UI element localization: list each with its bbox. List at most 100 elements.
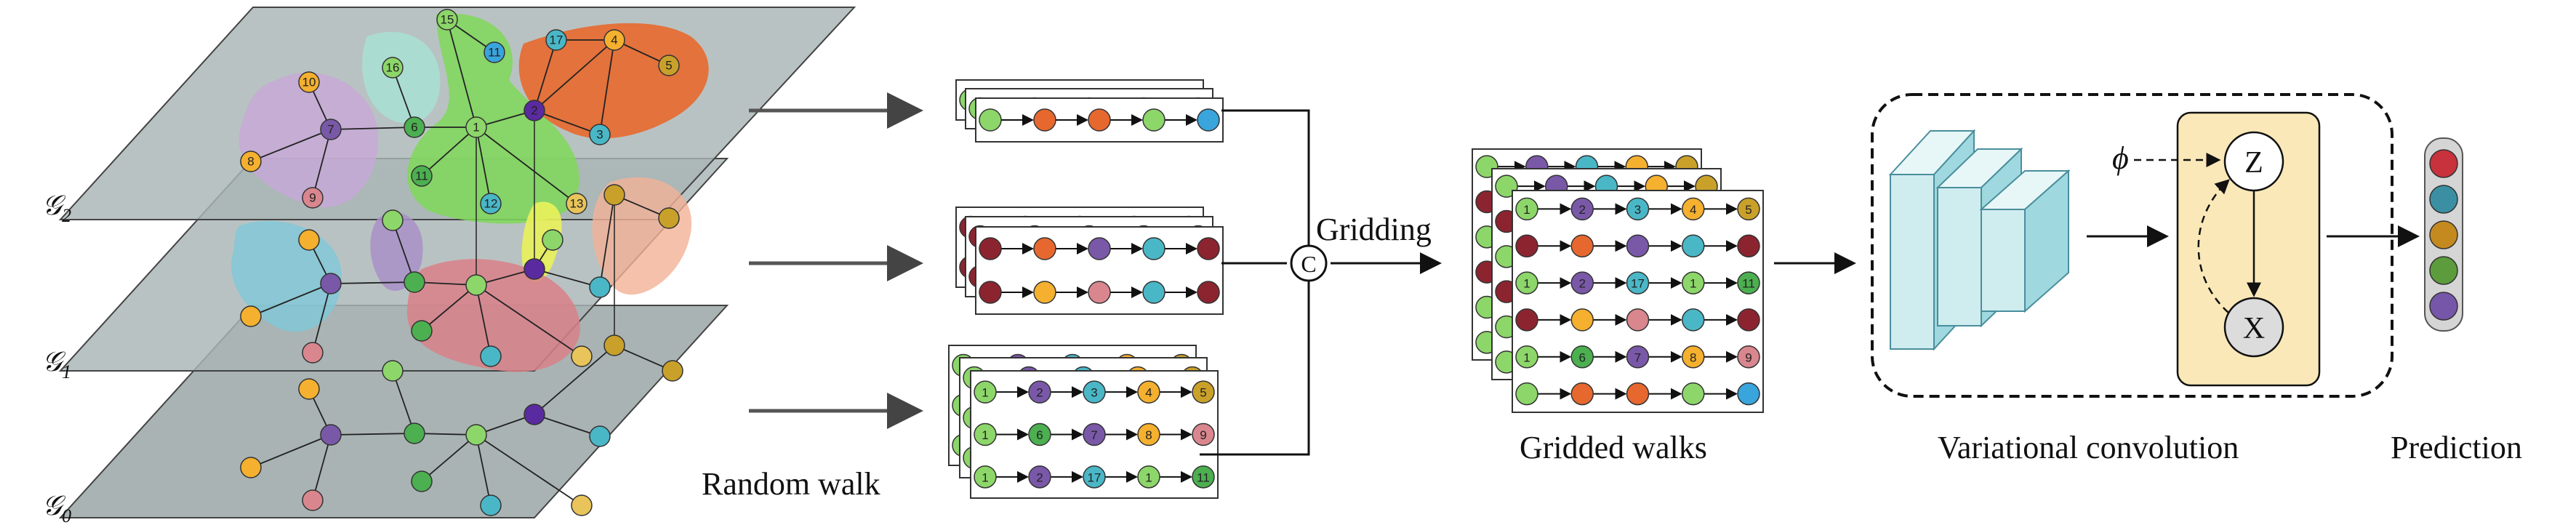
walk-node <box>1626 308 1650 332</box>
walk-node <box>1626 271 1650 294</box>
walk-node <box>1515 271 1538 294</box>
walk-node <box>1737 345 1760 369</box>
cluster-purple-g1 <box>370 212 423 291</box>
walk-node <box>1515 234 1538 257</box>
walk-node-label: 11 <box>1197 470 1210 484</box>
walk-node <box>1083 422 1106 446</box>
walk-node-label: 3 <box>1091 386 1097 400</box>
observed-x-label: X <box>2243 312 2265 345</box>
walk-node <box>1197 281 1220 304</box>
walk-node-label: 4 <box>1690 203 1696 217</box>
walk-node-label: 2 <box>1579 203 1586 217</box>
variational-convolution-label: Variational convolution <box>1938 430 2239 465</box>
walk-node-label: 7 <box>1634 350 1641 364</box>
walk-node <box>1682 382 1705 406</box>
walk-node <box>1515 345 1538 369</box>
walk-node-label: 1 <box>1523 277 1530 291</box>
walk-node-label: 8 <box>1145 428 1152 442</box>
cluster-teal-g2 <box>362 31 441 124</box>
walk-node <box>1682 308 1705 332</box>
walk-node <box>1137 380 1160 404</box>
walk-node-label: 17 <box>1631 277 1645 291</box>
walk-node <box>1570 197 1594 221</box>
walk-node <box>1142 108 1165 132</box>
walk-node-label: 17 <box>1088 470 1102 484</box>
walk-node <box>974 465 997 489</box>
svg-text:6: 6 <box>411 121 417 135</box>
walk-node <box>1142 237 1165 260</box>
svg-text:3: 3 <box>596 128 603 142</box>
gridding-label: Gridding <box>1316 212 1432 247</box>
cluster-pink-g1 <box>407 259 580 372</box>
nodes-g1 <box>240 184 680 367</box>
walk-node-label: 9 <box>1200 428 1206 442</box>
walk-node <box>1682 197 1705 221</box>
prediction-dot <box>2429 256 2458 285</box>
edges-inter <box>476 111 615 345</box>
walk-node <box>1192 465 1215 489</box>
cluster-orange-g2 <box>518 23 709 139</box>
layer-to-walk-arrows <box>749 92 923 429</box>
prediction-dot <box>2429 292 2458 321</box>
walk-node <box>1626 382 1650 406</box>
svg-text:11: 11 <box>415 169 428 183</box>
walk-node <box>1033 237 1056 260</box>
walk-node <box>1626 197 1650 221</box>
nodes-g2 <box>240 9 680 215</box>
walk-node <box>1088 108 1111 132</box>
walk-node <box>1570 345 1594 369</box>
variational-box <box>1871 93 2394 398</box>
prediction-dot <box>2429 149 2458 178</box>
walk-node <box>1570 234 1594 257</box>
walk-node <box>1137 465 1160 489</box>
prediction-label: Prediction <box>2391 430 2522 465</box>
walk-node-label: 5 <box>1200 386 1206 400</box>
walk-node-label: 1 <box>1523 203 1530 217</box>
graph-layer-labels: 𝒢2 𝒢1 𝒢0 <box>42 191 71 525</box>
walk-node <box>1028 422 1051 446</box>
walk-node-label: 1 <box>982 386 988 400</box>
walk-node <box>1737 308 1760 332</box>
conv-blocks <box>1888 129 2071 351</box>
prediction-dot <box>2429 220 2458 249</box>
walk-stacks: 1234516789121711112345167891217111 <box>948 79 1224 499</box>
svg-text:13: 13 <box>570 197 584 211</box>
walk-node-label: 2 <box>1036 386 1043 400</box>
svg-text:1: 1 <box>473 121 479 135</box>
svg-text:11: 11 <box>488 46 501 60</box>
cluster-purple-g2 <box>238 72 378 208</box>
walk-node-label: 2 <box>1579 277 1586 291</box>
prediction-dot <box>2429 185 2458 214</box>
walk-node <box>1192 422 1215 446</box>
walk-node-label: 4 <box>1145 386 1152 400</box>
gridded-walks-label: Gridded walks <box>1520 430 1707 465</box>
walk-node <box>1137 422 1160 446</box>
prediction-dots <box>2429 149 2458 321</box>
svg-text:4: 4 <box>611 33 617 47</box>
walk-node <box>1088 237 1111 260</box>
cluster-salmon-g1 <box>592 177 692 295</box>
walk-node-label: 1 <box>1145 470 1152 484</box>
walk-node <box>979 108 1002 132</box>
walk-node <box>979 237 1002 260</box>
walk-node <box>1737 271 1760 294</box>
walk-node <box>1515 308 1538 332</box>
walk-node <box>979 281 1002 304</box>
walk-node <box>1033 281 1056 304</box>
svg-text:16: 16 <box>386 61 400 75</box>
walk-node <box>1083 380 1106 404</box>
concat-symbol: C <box>1301 251 1316 277</box>
graph-layers: 10 7 8 9 16 6 15 11 1 11 12 2 17 4 5 3 1… <box>58 7 856 518</box>
walk-node <box>974 380 997 404</box>
concat-node <box>1290 244 1328 282</box>
walk-node <box>1515 197 1538 221</box>
walk-node <box>1570 382 1594 406</box>
cluster-green-g2 <box>407 13 579 224</box>
walk-node <box>1033 108 1056 132</box>
walk-node <box>1192 380 1215 404</box>
svg-text:7: 7 <box>327 123 334 137</box>
walk-node-label: 6 <box>1579 350 1586 364</box>
